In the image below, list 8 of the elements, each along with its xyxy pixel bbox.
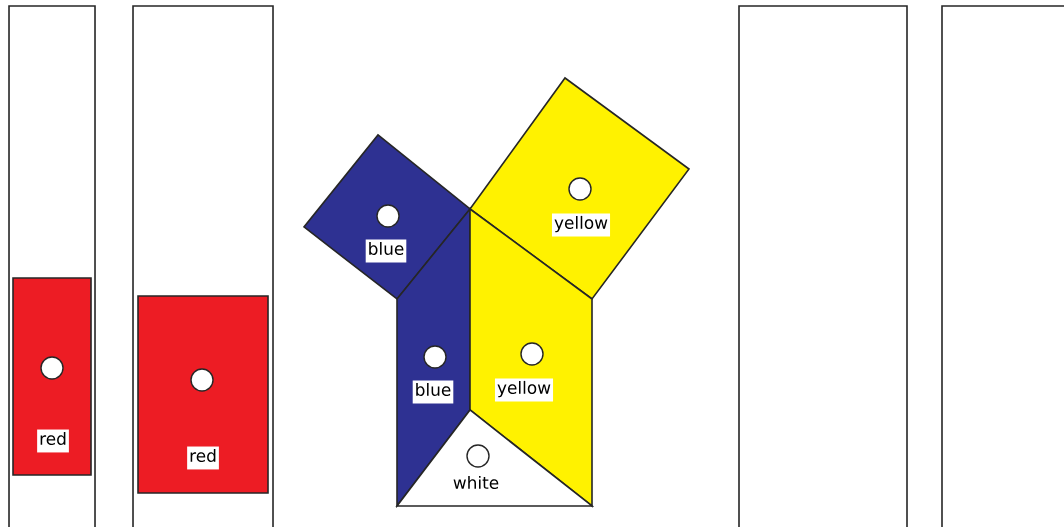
node-label: blue xyxy=(416,382,451,397)
block-piece: red xyxy=(137,295,269,494)
node-label: yellow xyxy=(497,380,551,398)
tube-drawing xyxy=(8,5,96,527)
tube-drawing xyxy=(738,5,908,527)
block-piece: red xyxy=(12,277,92,476)
tube-drawing xyxy=(941,5,1064,527)
tube-drawing xyxy=(132,5,274,527)
